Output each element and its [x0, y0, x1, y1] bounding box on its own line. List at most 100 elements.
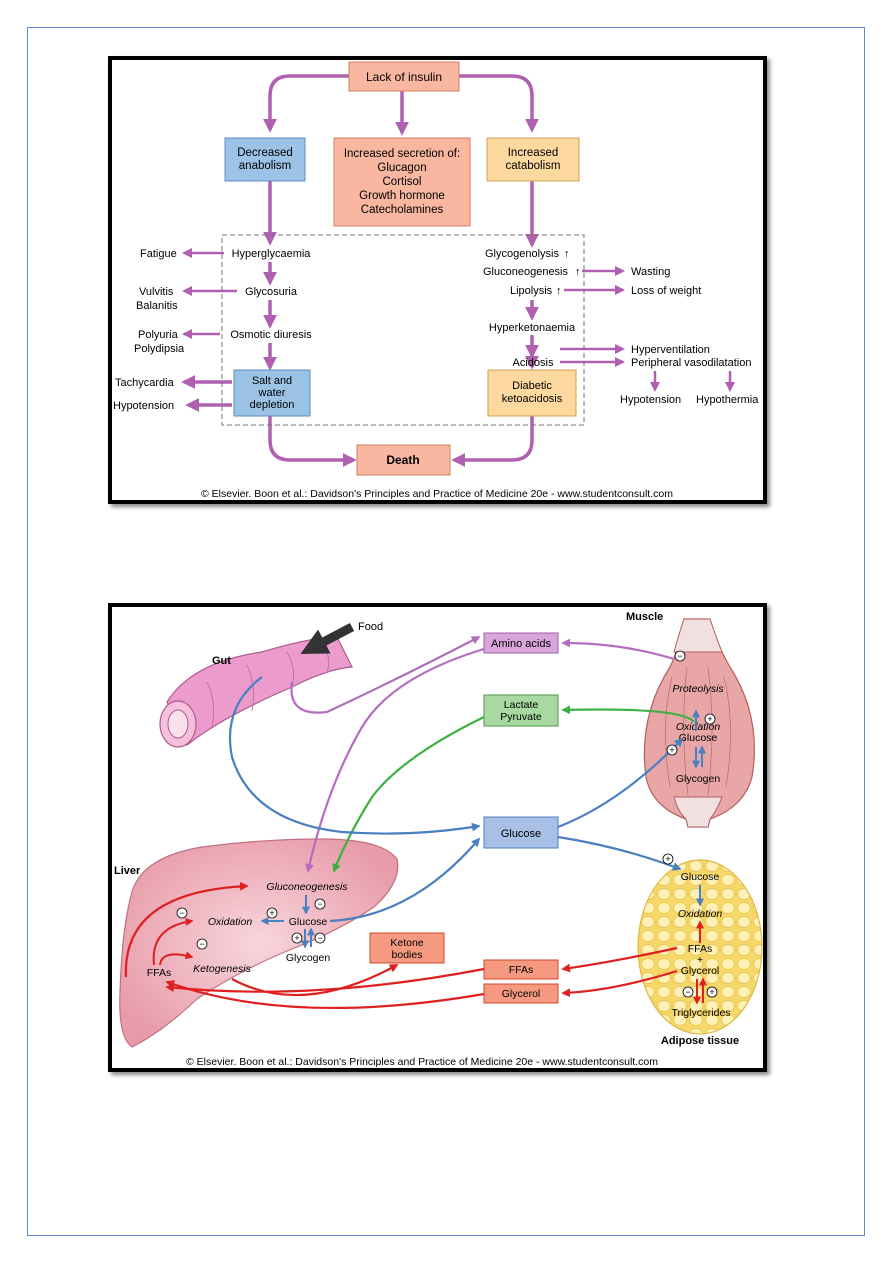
metabolism-svg: Food Gut Muscle Proteolysis Oxidation Gl… [114, 611, 763, 1068]
minus-sign-proteolysis: − [677, 651, 682, 661]
food-arrow [300, 623, 355, 655]
plus-circle-muscle-oxidation [704, 713, 716, 725]
arrow-to-catabolism [457, 74, 539, 133]
oxidation-liver-label: Oxidation [208, 916, 253, 928]
arrow-to-anabolism [263, 74, 349, 133]
fuel-metabolism-diagram: Food Gut Muscle Proteolysis Oxidation Gl… [108, 603, 767, 1072]
tachycardia-label: Tachycardia [115, 377, 175, 389]
minus-circle-liver-ffa-oxidation [176, 907, 188, 919]
ffas-adipose-label: FFAs [688, 943, 713, 955]
fatigue-label: Fatigue [140, 248, 177, 260]
gut-aminoacids-arrow [290, 636, 481, 714]
ffas-liver-arrow [165, 967, 485, 993]
liver-label: Liver [114, 865, 141, 877]
gluconeogenesis-label: Gluconeogenesis [483, 266, 569, 278]
proteolysis-label: Proteolysis [672, 683, 724, 695]
polydipsia-label: Polydipsia [134, 343, 185, 355]
peripheral-vasodilatation-label: Peripheral vasodilatation [631, 357, 751, 369]
ffas-liver-label: FFAs [147, 967, 172, 979]
ffas-box-label: FFAs [509, 964, 534, 976]
ketogenesis-ketone-arrow [231, 964, 399, 997]
salt-water-depletion-box [233, 369, 311, 417]
plus-circle-muscle-glycogen [666, 744, 678, 756]
minus-circle-proteolysis [674, 650, 686, 662]
minus-sign-liver-gng: − [317, 899, 322, 909]
hyperventilation-label: Hyperventilation [631, 344, 710, 356]
glycosuria-label: Glycosuria [245, 286, 298, 298]
arrow-dka-death [451, 415, 534, 467]
decreased-anabolism-box [224, 137, 306, 182]
hyperglycaemia-label: Hyperglycaemia [232, 248, 312, 260]
lipolysis-label: Lipolysis [510, 285, 553, 297]
dashed-region [221, 234, 585, 426]
liver-ffa-oxidation-arrow [152, 917, 194, 966]
liver-ffa-gng-arrow [124, 881, 249, 978]
death-label: Death [386, 453, 419, 467]
plus-circle-adipose-glucose [662, 853, 674, 865]
liver-illustration [119, 838, 399, 1048]
hyperketonaemia-label: Hyperketonaemia [489, 322, 576, 334]
plus-circle-adipose-tg [706, 986, 718, 998]
aminoacids-liver-arrow [305, 647, 485, 873]
adipose-tissue-label: Adipose tissue [661, 1035, 739, 1047]
minus-sign-liver-glycogenolysis: − [317, 933, 322, 943]
plus-sign-liver-glycogen: + [294, 933, 299, 943]
ketogenesis-label: Ketogenesis [193, 963, 252, 975]
food-label: Food [358, 621, 383, 633]
plus-sign-muscle-oxidation: + [707, 714, 712, 724]
glycerol-box-label: Glycerol [502, 988, 541, 1000]
adipose-illustration [637, 859, 763, 1035]
minus-circle-adipose-lipolysis [682, 986, 694, 998]
plus-adipose-label: + [697, 954, 703, 966]
minus-sign-ketogenesis: − [199, 939, 204, 949]
vulvitis-label: Vulvitis [139, 286, 174, 298]
minus-sign-liver-ffa-oxidation: − [179, 908, 184, 918]
glycerol-adipose-label: Glycerol [681, 965, 720, 977]
ketone-bodies-box [369, 932, 445, 964]
increased-catabolism-box [486, 137, 580, 182]
polyuria-label: Polyuria [138, 329, 179, 341]
minus-circle-ketogenesis [196, 938, 208, 950]
lipolysis-up-arrow: ↑ [556, 285, 562, 297]
liver-ffa-ketogenesis-arrow [159, 951, 194, 966]
adipose-glycerol-arrow [561, 969, 678, 998]
amino-acids-label: Amino acids [491, 638, 551, 650]
gut-illustration [159, 636, 353, 748]
glycogenolysis-up-arrow: ↑ [564, 248, 570, 260]
glucose-adipose-label: Glucose [681, 871, 720, 883]
balanitis-label: Balanitis [136, 300, 178, 312]
glucose-center-label: Glucose [501, 828, 541, 840]
copyright-2: © Elsevier. Boon et al.: Davidson's Prin… [186, 1056, 658, 1068]
gut-label: Gut [212, 655, 231, 667]
lactate-pyruvate-box [483, 694, 559, 727]
minus-sign-adipose-lipolysis: − [685, 987, 690, 997]
hypotension-right-label: Hypotension [620, 394, 681, 406]
arrow-depletion-death [268, 415, 357, 467]
liver-glucose-center-arrow [329, 837, 481, 923]
glucose-liver-label: Glucose [289, 916, 328, 928]
loss-of-weight-label: Loss of weight [631, 285, 701, 297]
lack-of-insulin-box [348, 61, 460, 92]
glycerol-liver-arrow [165, 980, 485, 1010]
wasting-label: Wasting [631, 266, 670, 278]
lack-of-insulin-label: Lack of insulin [366, 70, 442, 84]
glycogen-muscle-label: Glycogen [676, 773, 721, 785]
plus-circle-liver-glycogen [291, 932, 303, 944]
hypotension-left-label: Hypotension [113, 400, 174, 412]
plus-sign-adipose-tg: + [709, 987, 714, 997]
glycogenolysis-label: Glycogenolysis [485, 248, 559, 260]
lactate-liver-arrow [332, 716, 485, 873]
glucose-muscle-label: Glucose [679, 732, 718, 744]
copyright-1: © Elsevier. Boon et al.: Davidson's Prin… [201, 488, 673, 500]
hypothermia-label: Hypothermia [696, 394, 759, 406]
minus-circle-liver-glycogenolysis [314, 932, 326, 944]
page-frame [27, 27, 865, 1236]
glucose-center-box [483, 816, 559, 849]
